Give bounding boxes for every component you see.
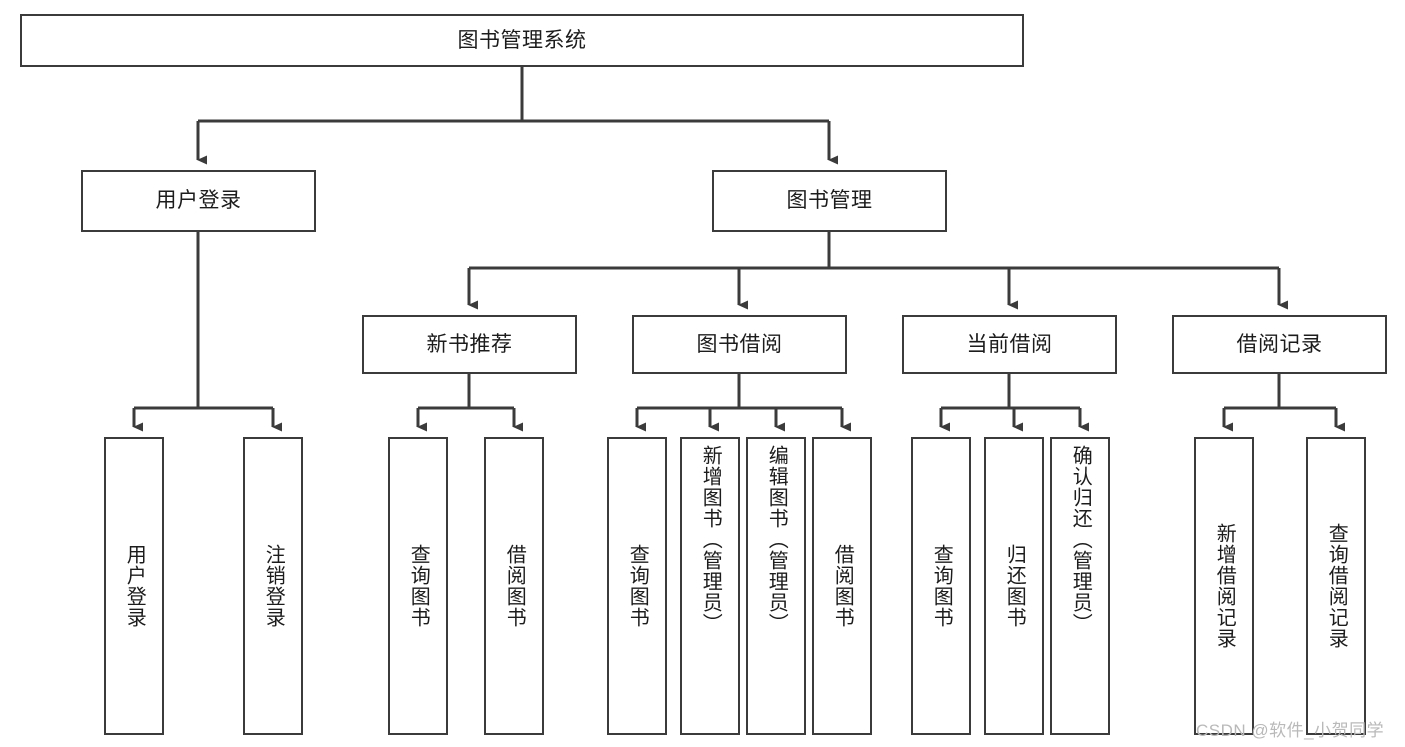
node-leaf-user-login: 用户登录 <box>104 437 164 735</box>
node-root-title: 图书管理系统 <box>20 14 1024 67</box>
node-label: 图书管理系统 <box>457 28 587 52</box>
node-leaf-confirm-return-admin: 确认归还（管理员） <box>1050 437 1110 735</box>
node-label: 新书推荐 <box>426 332 513 356</box>
node-leaf-borrow-book-recommend: 借阅图书 <box>484 437 544 735</box>
node-label: 新增图书（管理员） <box>699 445 722 634</box>
node-label: 归还图书 <box>1003 544 1026 628</box>
node-leaf-add-borrow-record: 新增借阅记录 <box>1194 437 1254 735</box>
node-label: 查询图书 <box>626 544 649 628</box>
node-label: 借阅图书 <box>503 544 526 628</box>
node-leaf-query-book-current: 查询图书 <box>911 437 971 735</box>
node-leaf-query-book-recommend: 查询图书 <box>388 437 448 735</box>
node-borrow-record: 借阅记录 <box>1172 315 1387 374</box>
node-label: 用户登录 <box>155 189 242 213</box>
node-label: 查询图书 <box>407 544 430 628</box>
node-label: 查询图书 <box>930 544 953 628</box>
node-book-management: 图书管理 <box>712 170 947 232</box>
node-leaf-edit-book-admin: 编辑图书（管理员） <box>746 437 806 735</box>
node-leaf-query-book-borrow: 查询图书 <box>607 437 667 735</box>
node-leaf-add-book-admin: 新增图书（管理员） <box>680 437 740 735</box>
node-leaf-logout-login: 注销登录 <box>243 437 303 735</box>
node-label: 当前借阅 <box>966 332 1053 356</box>
node-new-book-recommend: 新书推荐 <box>362 315 577 374</box>
node-book-borrow: 图书借阅 <box>632 315 847 374</box>
node-label: 注销登录 <box>262 544 285 628</box>
node-leaf-query-borrow-record: 查询借阅记录 <box>1306 437 1366 735</box>
node-label: 借阅记录 <box>1236 332 1323 356</box>
node-label: 借阅图书 <box>831 544 854 628</box>
node-label: 新增借阅记录 <box>1213 523 1236 649</box>
node-label: 确认归还（管理员） <box>1069 445 1092 634</box>
node-label: 用户登录 <box>123 544 146 628</box>
node-label: 查询借阅记录 <box>1325 523 1348 649</box>
node-label: 图书管理 <box>786 189 873 213</box>
csdn-watermark: CSDN @软件_小贺同学 <box>1196 721 1385 740</box>
node-label: 编辑图书（管理员） <box>765 445 788 634</box>
node-leaf-return-book: 归还图书 <box>984 437 1044 735</box>
node-leaf-borrow-book: 借阅图书 <box>812 437 872 735</box>
node-user-login: 用户登录 <box>81 170 316 232</box>
node-current-borrow: 当前借阅 <box>902 315 1117 374</box>
node-label: 图书借阅 <box>696 332 783 356</box>
